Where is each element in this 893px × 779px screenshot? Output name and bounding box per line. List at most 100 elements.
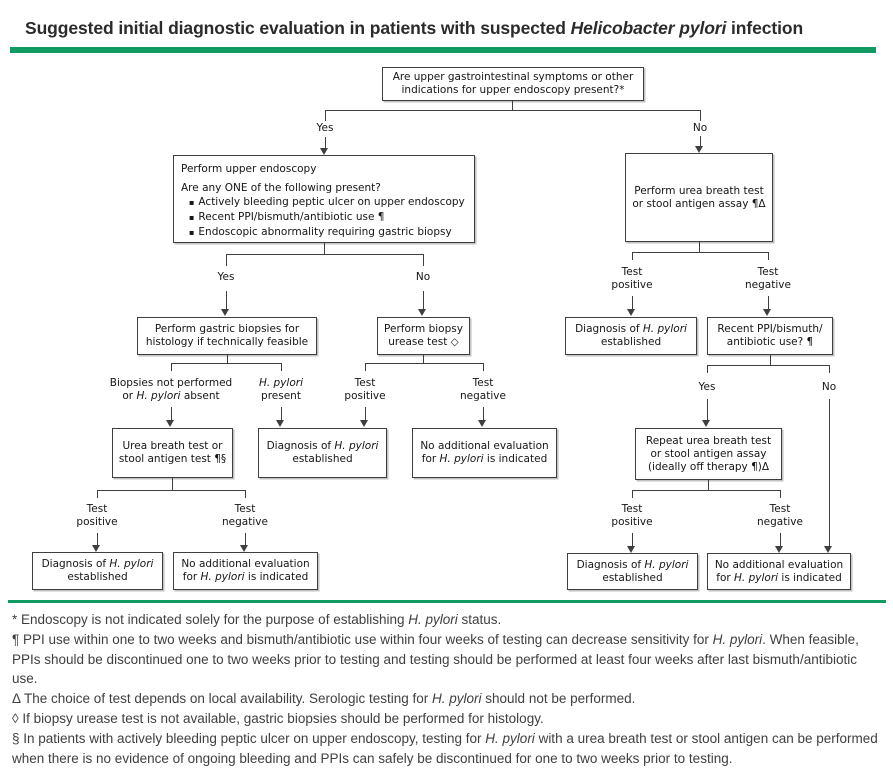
box-line: Recent PPI/bismuth/	[717, 323, 823, 335]
box-line: for H. pylori is indicated	[182, 571, 309, 583]
figure-bottom-divider	[8, 600, 886, 603]
connector-line	[281, 407, 283, 420]
connector-line	[325, 137, 327, 148]
box-urea-breath-test: Perform urea breath test or stool antige…	[625, 153, 773, 242]
box-line: No additional evaluation	[420, 440, 549, 452]
box-diagnosis-established: Diagnosis of H. pylori established	[32, 552, 163, 590]
box-line: for H. pylori is indicated	[716, 571, 842, 584]
footnote-delta: Δ The choice of test depends on local av…	[12, 691, 636, 707]
box-line: for H. pylori is indicated	[421, 453, 548, 465]
box-root-question: Are upper gastrointestinal symptoms or o…	[382, 67, 644, 101]
box-line: histology if technically feasible	[145, 336, 309, 348]
connector-line	[227, 355, 229, 363]
connector-line	[707, 365, 830, 367]
connector-line	[245, 490, 247, 498]
connector-line	[700, 110, 702, 121]
connector-line	[829, 399, 831, 546]
connector-line	[97, 490, 99, 498]
connector-line	[171, 363, 173, 371]
box-line: No additional evaluation	[181, 558, 310, 570]
connector-line	[171, 407, 173, 420]
branch-label-yes: Yes	[698, 381, 716, 393]
box-gastric-biopsies: Perform gastric biopsies for histology i…	[137, 317, 317, 355]
connector-line	[324, 243, 326, 254]
connector-line	[97, 533, 99, 545]
connector-line	[423, 254, 425, 266]
box-line: Diagnosis of H. pylori	[576, 558, 689, 571]
bullet-item: ▪Endoscopic abnormality requiring gastri…	[189, 225, 452, 240]
box-line: Diagnosis of H. pylori	[266, 440, 379, 452]
connector-line	[768, 296, 770, 309]
connector-line	[365, 363, 367, 371]
arrow-head	[627, 546, 635, 553]
bullet-text: Recent PPI/bismuth/antibiotic use ¶	[198, 211, 385, 223]
branch-label-no: No	[821, 381, 837, 393]
box-perform-endoscopy: Perform upper endoscopy Are any ONE of t…	[173, 155, 475, 243]
box-line: antibiotic use? ¶	[726, 336, 814, 348]
connector-line	[632, 252, 634, 260]
connector-line	[512, 101, 514, 110]
bullet-item: ▪Recent PPI/bismuth/antibiotic use ¶	[189, 210, 384, 225]
box-recent-ppi-question: Recent PPI/bismuth/ antibiotic use? ¶	[707, 317, 833, 355]
box-line: No additional evaluation	[714, 558, 844, 571]
box-urea-breath-stool-test: Urea breath test or stool antigen test ¶…	[112, 428, 233, 478]
connector-line	[226, 291, 228, 309]
title-underline-bar	[10, 47, 876, 53]
connector-line	[700, 136, 702, 146]
footnote-pilcrow: ¶ PPI use within one to two weeks and bi…	[12, 631, 859, 687]
connector-line	[707, 365, 709, 373]
bullet-square-icon: ▪	[189, 198, 195, 207]
box-line: Diagnosis of H. pylori	[41, 558, 154, 570]
branch-label-yes: Yes	[217, 271, 235, 283]
connector-line	[171, 363, 281, 365]
connector-line	[423, 291, 425, 309]
title-italic-organism: Helicobacter pylori	[570, 18, 727, 38]
arrow-head	[221, 309, 229, 316]
arrow-head	[478, 420, 486, 427]
arrow-head	[276, 420, 284, 427]
connector-line	[829, 365, 831, 373]
box-line: Perform upper endoscopy	[181, 163, 317, 175]
connector-line	[325, 110, 701, 112]
arrow-head	[627, 309, 635, 316]
box-line: established	[602, 571, 663, 584]
box-line: or stool antigen assay ¶Δ	[632, 197, 766, 210]
box-line: established	[292, 453, 353, 465]
arrow-head	[92, 545, 100, 552]
connector-line	[768, 252, 770, 260]
branch-label-no: No	[692, 122, 708, 134]
box-line: urease test ◇	[388, 336, 459, 348]
bullet-square-icon: ▪	[189, 213, 195, 222]
bullet-text: Actively bleeding peptic ulcer on upper …	[198, 196, 465, 208]
connector-line	[707, 399, 709, 420]
box-line: or stool antigen assay	[650, 447, 767, 460]
arrow-head	[360, 420, 368, 427]
footnote-section: § In patients with actively bleeding pep…	[12, 730, 878, 766]
connector-line	[780, 490, 782, 498]
branch-label-biopsies-not-performed: Biopsies not performed or H. pylori abse…	[109, 377, 233, 402]
connector-line	[699, 242, 701, 252]
bullet-text: Endoscopic abnormality requiring gastric…	[198, 226, 452, 238]
box-line: (ideally off therapy ¶)Δ	[647, 460, 770, 473]
footnotes: * Endoscopy is not indicated solely for …	[12, 610, 885, 768]
connector-line	[325, 110, 327, 121]
box-line: Urea breath test or	[122, 440, 223, 452]
connector-line	[632, 490, 634, 498]
title-text-suffix: infection	[726, 18, 804, 38]
branch-label-no: No	[415, 271, 431, 283]
box-repeat-urea-breath-test: Repeat urea breath test or stool antigen…	[635, 428, 782, 480]
box-line: Repeat urea breath test	[645, 434, 772, 447]
box-line: Perform biopsy	[384, 323, 463, 335]
connector-line	[281, 363, 283, 371]
box-line: Are any ONE of the following present?	[181, 182, 381, 194]
connector-line	[245, 533, 247, 545]
arrow-head	[418, 309, 426, 316]
connector-line	[483, 363, 485, 371]
